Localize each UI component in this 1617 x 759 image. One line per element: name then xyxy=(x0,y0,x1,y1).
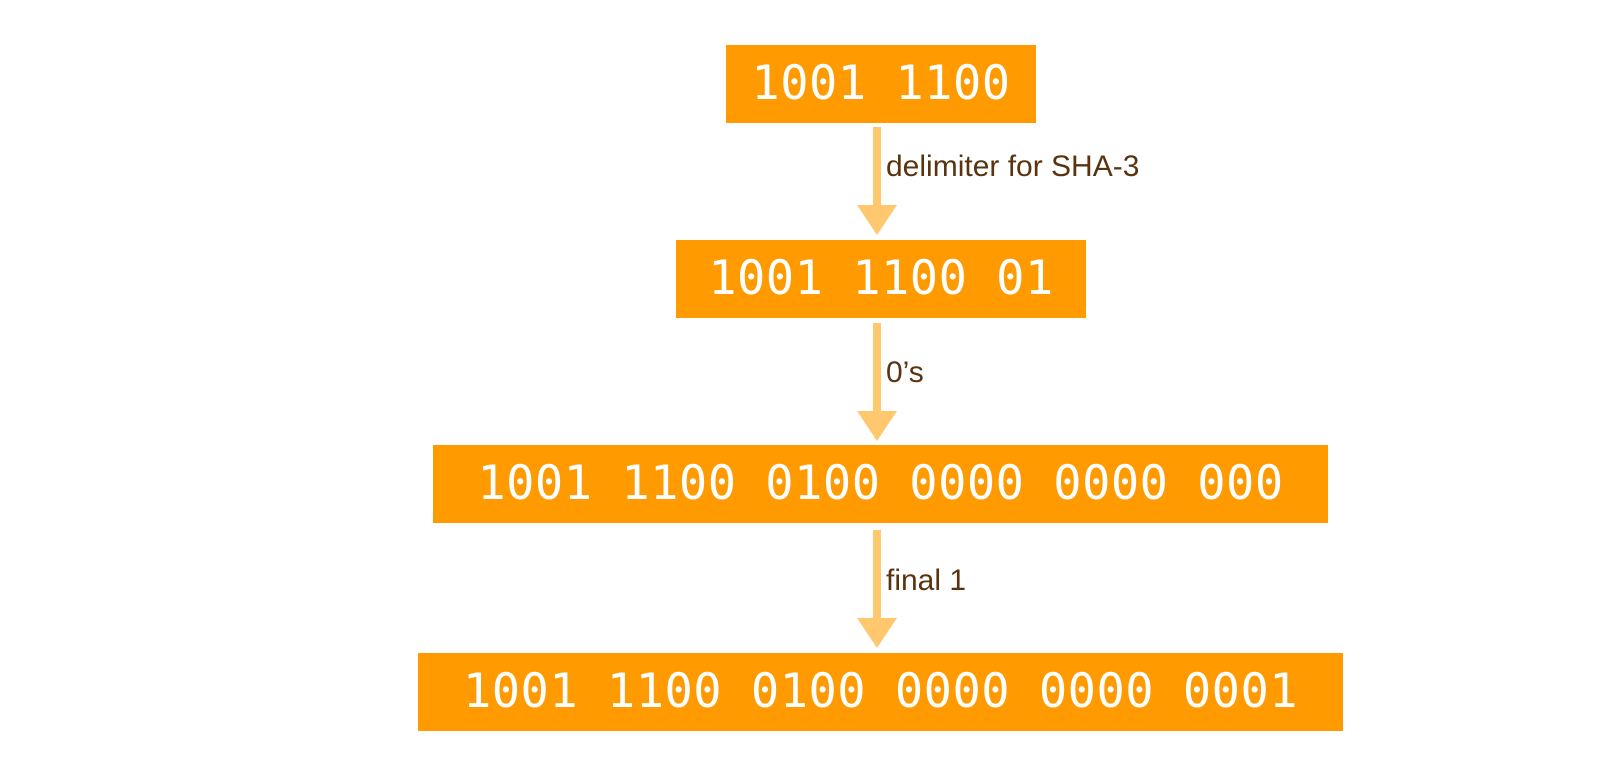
step-label-final-one: final 1 xyxy=(886,564,967,597)
down-arrow-icon xyxy=(857,127,897,235)
arrow-head xyxy=(857,411,897,441)
arrow-shaft xyxy=(873,127,881,207)
step-label-delimiter: delimiter for SHA-3 xyxy=(886,150,1140,183)
arrow-shaft xyxy=(873,323,881,413)
arrow-shaft xyxy=(873,530,881,620)
bit-string-box-zero-padded: 1001 1100 0100 0000 0000 000 xyxy=(433,445,1328,523)
bit-string-box-final: 1001 1100 0100 0000 0000 0001 xyxy=(418,653,1343,731)
bit-string-box-delimited: 1001 1100 01 xyxy=(676,240,1086,318)
bit-string-box-original: 1001 1100 xyxy=(726,45,1036,123)
arrow-head xyxy=(857,618,897,648)
step-label-zeros: 0’s xyxy=(886,356,924,389)
down-arrow-icon xyxy=(857,323,897,441)
down-arrow-icon xyxy=(857,530,897,648)
arrow-head xyxy=(857,205,897,235)
